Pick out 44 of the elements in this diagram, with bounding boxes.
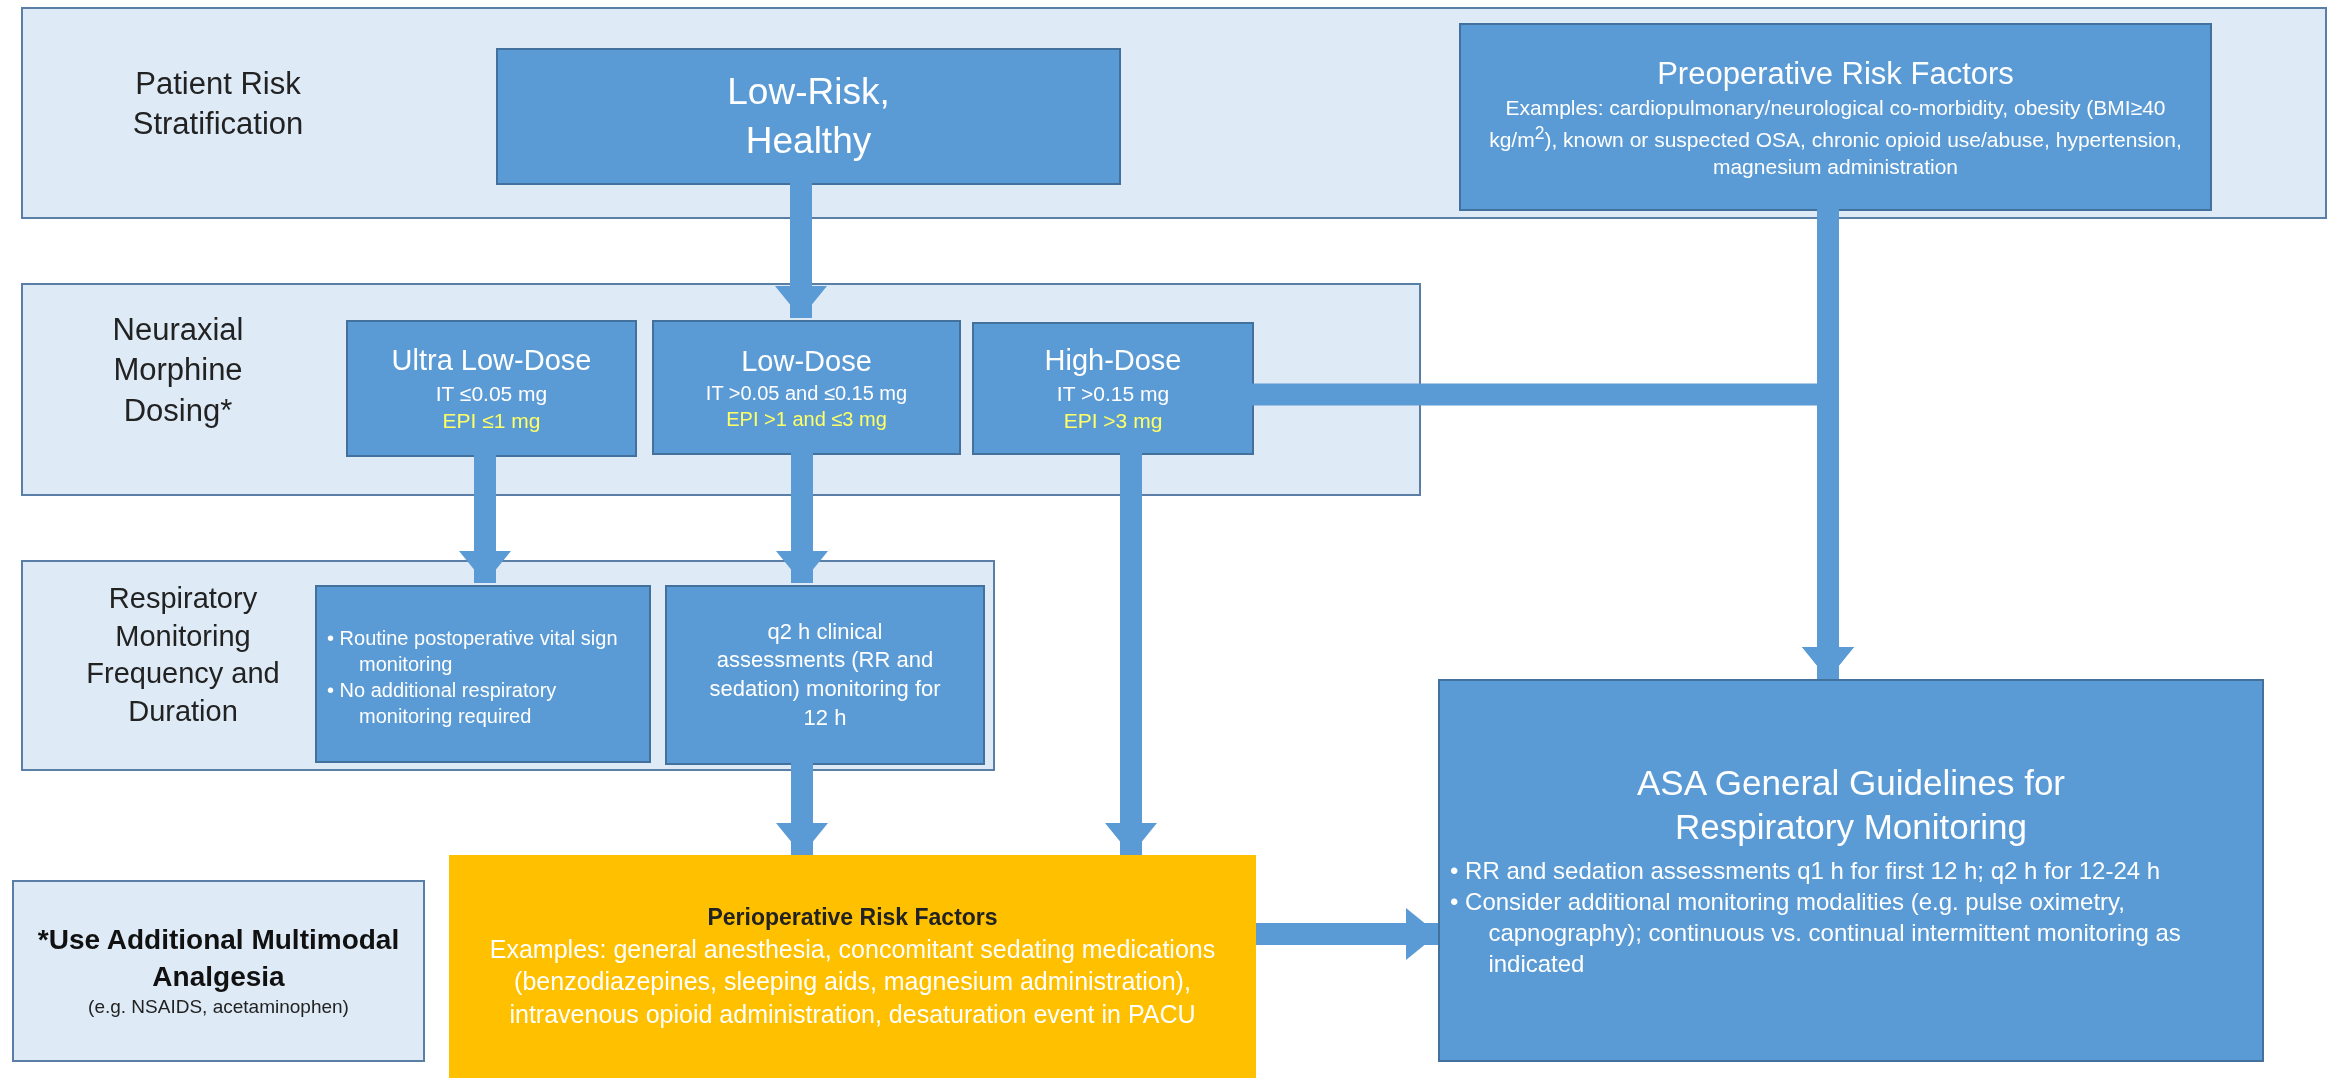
arrow: [776, 763, 828, 855]
arrow: [1105, 453, 1157, 855]
examples-text: Examples: general anesthesia, concomitant sedating medications (benzodiazepines, sleeping aids, magnesium administration), intravenous opioid administration, desaturation event in PACU: [488, 933, 1217, 1030]
dose-value: EPI >1 and ≤3 mg: [726, 407, 887, 433]
arrow: [459, 455, 511, 583]
arrow: [776, 453, 828, 583]
process-box: [315, 585, 651, 763]
process-box: [652, 320, 961, 455]
process-box: [12, 880, 425, 1062]
process-box: [346, 320, 637, 457]
monitoring-text: q2 h clinical assessments (RR and sedation) monitoring for 12 h: [708, 617, 942, 732]
dose-value: IT ≤0.05 mg: [435, 381, 548, 408]
process-box: [665, 585, 985, 765]
stage-label: Patient Risk Stratification: [131, 65, 305, 144]
note-title: *Use Additional Multimodal Analgesia: [36, 923, 401, 994]
bullet-text: • No additional respiratory monitoring required: [327, 678, 558, 729]
dose-value: EPI ≤1 mg: [442, 408, 541, 435]
risk-level-title: Low-Risk, Healthy: [726, 70, 891, 163]
dose-title: Low-Dose: [741, 343, 872, 379]
process-box: [1459, 23, 2212, 211]
stage-label: Neuraxial Morphine Dosing*: [111, 311, 245, 430]
process-box: [972, 322, 1254, 455]
process-box: [449, 855, 1256, 1078]
box-title: Preoperative Risk Factors: [1657, 54, 2014, 93]
stage-band: [21, 7, 2327, 219]
stage-band: [21, 283, 1421, 496]
box-title: ASA General Guidelines for Respiratory Monitoring: [1636, 762, 2066, 849]
stage-label: Respiratory Monitoring Frequency and Duration: [85, 581, 281, 730]
arrow: [1256, 908, 1438, 960]
bullet-text: • RR and sedation assessments q1 h for first 12 h; q2 h for 12-24 h: [1450, 855, 2162, 886]
bullet-text: • Consider additional monitoring modalities (e.g. pulse oximetry, capnography); continuous vs. continual intermittent monitoring as indicated: [1450, 887, 2182, 980]
process-box: [496, 48, 1121, 185]
examples-text: Examples: cardiopulmonary/neurological co-morbidity, obesity (BMI≥40 kg/m$^{2}$), known or suspected OSA, chronic opioid use/abuse, hypertension, magnesium administration: [1488, 95, 2183, 180]
dose-title: High-Dose: [1044, 343, 1182, 379]
dose-value: IT >0.05 and ≤0.15 mg: [705, 381, 908, 407]
dose-title: Ultra Low-Dose: [391, 343, 592, 379]
box-title: Perioperative Risk Factors: [707, 902, 998, 932]
note-text: (e.g. NSAIDS, acetaminophen): [88, 995, 349, 1020]
stage-band: [21, 560, 995, 771]
arrow: [775, 183, 827, 318]
bullet-text: • Routine postoperative vital sign monitoring: [327, 626, 619, 677]
dose-value: EPI >3 mg: [1063, 408, 1163, 435]
process-box: [1438, 679, 2264, 1062]
dose-value: IT >0.15 mg: [1056, 381, 1170, 408]
